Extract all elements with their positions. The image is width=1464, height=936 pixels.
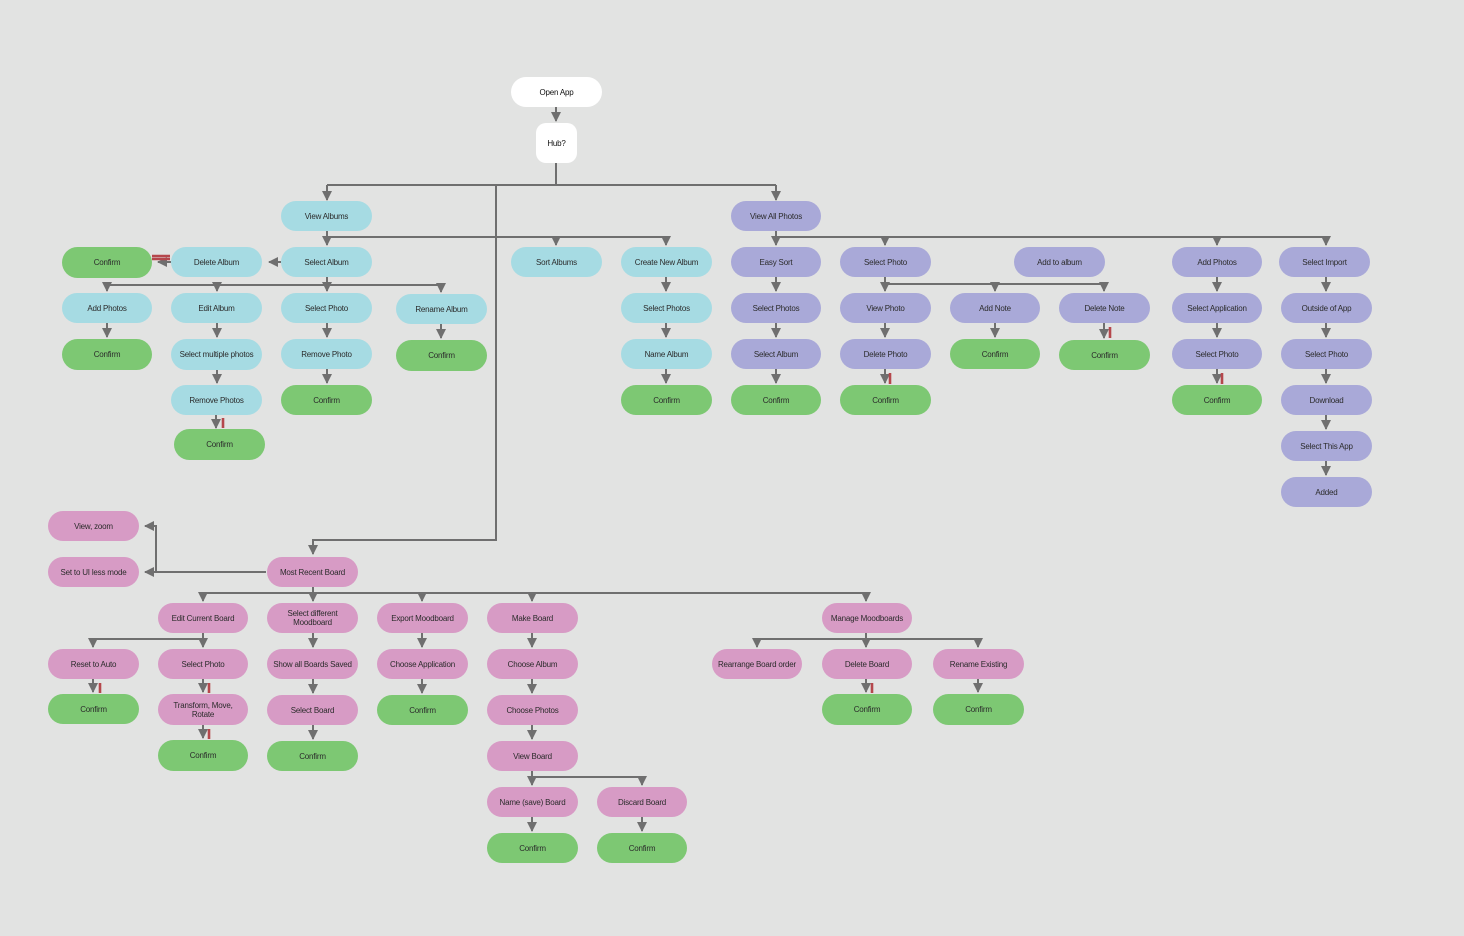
edit-album-node: Edit Album: [171, 293, 262, 323]
select-application-node: Select Application: [1172, 293, 1262, 323]
easy-sort-select-album-node: Select Album: [731, 339, 821, 369]
album-select-photo-node: Select Photo: [281, 293, 372, 323]
choose-photos-node: Choose Photos: [487, 695, 578, 725]
hub-node: Hub?: [536, 123, 577, 163]
view-photo-node: View Photo: [840, 293, 931, 323]
board-select-photo-node: Select Photo: [158, 649, 248, 679]
photos-select-photo-node: Select Photo: [840, 247, 931, 277]
create-album-confirm-node: Confirm: [621, 385, 712, 415]
add-to-album-node: Add to album: [1014, 247, 1105, 277]
reset-confirm-node: Confirm: [48, 694, 139, 724]
remove-photos-confirm-node: Confirm: [174, 429, 265, 460]
name-save-board-node: Name (save) Board: [487, 787, 578, 817]
rename-album-node: Rename Album: [396, 294, 487, 324]
rename-album-confirm-node: Confirm: [396, 340, 487, 371]
delete-note-node: Delete Note: [1059, 293, 1150, 323]
delete-photo-node: Delete Photo: [840, 339, 931, 369]
edit-current-board-node: Edit Current Board: [158, 603, 248, 633]
add-note-node: Add Note: [950, 293, 1040, 323]
show-all-boards-saved-node: Show all Boards Saved: [267, 649, 358, 679]
delete-album-node: Delete Album: [171, 247, 262, 277]
view-all-photos-node: View All Photos: [731, 201, 821, 231]
select-different-moodboard-node: Select different Moodboard: [267, 603, 358, 633]
rename-existing-node: Rename Existing: [933, 649, 1024, 679]
discard-confirm-node: Confirm: [597, 833, 687, 863]
delete-album-confirm-node: Confirm: [62, 247, 152, 278]
easy-sort-select-photos-node: Select Photos: [731, 293, 821, 323]
manage-moodboards-node: Manage Moodboards: [822, 603, 912, 633]
name-save-confirm-node: Confirm: [487, 833, 578, 863]
most-recent-board-node: Most Recent Board: [267, 557, 358, 587]
easy-sort-confirm-node: Confirm: [731, 385, 821, 415]
photos-add-photos-node: Add Photos: [1172, 247, 1262, 277]
export-moodboard-node: Export Moodboard: [377, 603, 468, 633]
download-node: Download: [1281, 385, 1372, 415]
add-photos-photo-confirm-node: Confirm: [1172, 385, 1262, 415]
select-this-app-node: Select This App: [1281, 431, 1372, 461]
choose-album-node: Choose Album: [487, 649, 578, 679]
outside-of-app-node: Outside of App: [1281, 293, 1372, 323]
remove-photos-node: Remove Photos: [171, 385, 262, 415]
add-photos-node: Add Photos: [62, 293, 152, 323]
connector: [308, 185, 497, 555]
open-app-node: Open App: [511, 77, 602, 107]
sort-albums-node: Sort Albums: [511, 247, 602, 277]
export-confirm-node: Confirm: [377, 695, 468, 725]
rearrange-board-order-node: Rearrange Board order: [712, 649, 802, 679]
ui-less-mode-node: Set to UI less mode: [48, 557, 139, 587]
add-photos-select-photo-node: Select Photo: [1172, 339, 1262, 369]
delete-note-confirm-node: Confirm: [1059, 340, 1150, 370]
select-multiple-photos-node: Select multiple photos: [171, 339, 262, 370]
discard-board-node: Discard Board: [597, 787, 687, 817]
remove-photo-node: Remove Photo: [281, 339, 372, 369]
add-photos-confirm-node: Confirm: [62, 339, 152, 370]
select-board-node: Select Board: [267, 695, 358, 725]
rename-existing-confirm-node: Confirm: [933, 694, 1024, 725]
transform-confirm-node: Confirm: [158, 740, 248, 771]
add-note-confirm-node: Confirm: [950, 339, 1040, 369]
view-albums-node: View Albums: [281, 201, 372, 231]
connector: [775, 231, 1326, 238]
create-new-album-node: Create New Album: [621, 247, 712, 277]
connector: [531, 771, 642, 778]
select-import-node: Select Import: [1279, 247, 1370, 277]
name-album-node: Name Album: [621, 339, 712, 369]
added-node: Added: [1281, 477, 1372, 507]
choose-application-node: Choose Application: [377, 649, 468, 679]
connector: [93, 633, 204, 640]
create-select-photos-node: Select Photos: [621, 293, 712, 323]
view-zoom-node: View, zoom: [48, 511, 139, 541]
easy-sort-node: Easy Sort: [731, 247, 821, 277]
delete-photo-confirm-node: Confirm: [840, 385, 931, 415]
select-board-confirm-node: Confirm: [267, 741, 358, 771]
remove-photo-confirm-node: Confirm: [281, 385, 372, 415]
make-board-node: Make Board: [487, 603, 578, 633]
view-board-node: View Board: [487, 741, 578, 771]
delete-board-node: Delete Board: [822, 649, 912, 679]
transform-move-rotate-node: Transform, Move, Rotate: [158, 694, 248, 725]
import-select-photo-node: Select Photo: [1281, 339, 1372, 369]
delete-board-confirm-node: Confirm: [822, 694, 912, 725]
connector: [144, 521, 157, 572]
select-album-node: Select Album: [281, 247, 372, 277]
reset-to-auto-node: Reset to Auto: [48, 649, 139, 679]
